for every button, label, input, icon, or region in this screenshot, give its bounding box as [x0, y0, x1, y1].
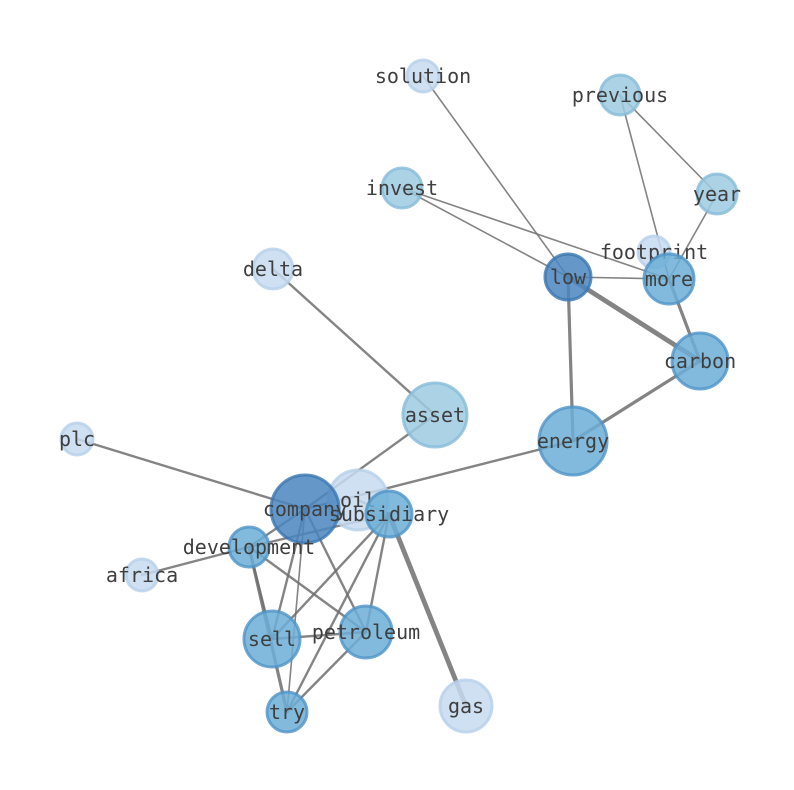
- node-previous: previous: [572, 73, 668, 117]
- node-circle-subsidiary: [364, 489, 414, 539]
- node-gas: gas: [438, 678, 494, 734]
- edge-plc-company: [75, 437, 307, 511]
- node-label-more: more: [645, 267, 693, 291]
- node-circle-delta: [251, 247, 295, 291]
- node-label-energy: energy: [537, 429, 609, 453]
- node-africa: africa: [106, 557, 178, 593]
- node-label-africa: africa: [106, 563, 178, 587]
- node-label-invest: invest: [366, 176, 438, 200]
- node-label-gas: gas: [448, 694, 484, 718]
- node-label-try: try: [269, 700, 305, 724]
- node-circle-more: [642, 252, 696, 306]
- node-solution: solution: [375, 58, 471, 94]
- node-circle-asset: [401, 381, 469, 449]
- node-circle-solution: [405, 58, 441, 94]
- node-petroleum: petroleum: [312, 604, 420, 660]
- node-circle-energy: [537, 405, 609, 477]
- node-plc: plc: [59, 421, 95, 457]
- node-circle-previous: [598, 73, 642, 117]
- edge-previous-year: [619, 94, 718, 195]
- node-label-sell: sell: [248, 627, 296, 651]
- node-circle-carbon: [670, 331, 730, 391]
- node-energy: energy: [537, 405, 609, 477]
- node-label-subsidiary: subsidiary: [329, 502, 449, 526]
- node-circle-company: [269, 473, 341, 545]
- node-label-low: low: [550, 265, 587, 289]
- node-label-previous: previous: [572, 83, 668, 107]
- node-label-year: year: [693, 182, 741, 206]
- node-subsidiary: subsidiary: [329, 489, 449, 539]
- node-circle-invest: [380, 166, 424, 210]
- node-asset: asset: [401, 381, 469, 449]
- node-year: year: [693, 172, 741, 216]
- node-try: try: [265, 690, 309, 734]
- edge-solution-low: [422, 75, 569, 278]
- node-circle-africa: [124, 557, 160, 593]
- node-delta: delta: [243, 247, 303, 291]
- node-label-delta: delta: [243, 257, 303, 281]
- node-circle-year: [695, 172, 739, 216]
- node-circle-plc: [59, 421, 95, 457]
- node-circle-try: [265, 690, 309, 734]
- node-label-solution: solution: [375, 64, 471, 88]
- node-low: low: [543, 252, 593, 302]
- node-circle-low: [543, 252, 593, 302]
- node-sell: sell: [242, 609, 302, 669]
- node-label-company: company: [263, 497, 347, 521]
- node-label-carbon: carbon: [664, 349, 736, 373]
- node-carbon: carbon: [664, 331, 736, 391]
- node-label-development: development: [183, 535, 315, 559]
- node-circle-development: [227, 525, 271, 569]
- edge-subsidiary-gas: [386, 511, 469, 709]
- edge-invest-more: [401, 187, 670, 280]
- edge-invest-low: [401, 187, 569, 278]
- node-more: more: [642, 252, 696, 306]
- node-invest: invest: [366, 166, 438, 210]
- node-circle-petroleum: [338, 604, 394, 660]
- node-company: company: [263, 473, 347, 545]
- node-circle-gas: [438, 678, 494, 734]
- node-development: development: [183, 525, 315, 569]
- node-circle-sell: [242, 609, 302, 669]
- node-label-petroleum: petroleum: [312, 620, 420, 644]
- node-label-asset: asset: [405, 403, 465, 427]
- node-label-plc: plc: [59, 427, 95, 451]
- edge-delta-asset: [271, 267, 437, 417]
